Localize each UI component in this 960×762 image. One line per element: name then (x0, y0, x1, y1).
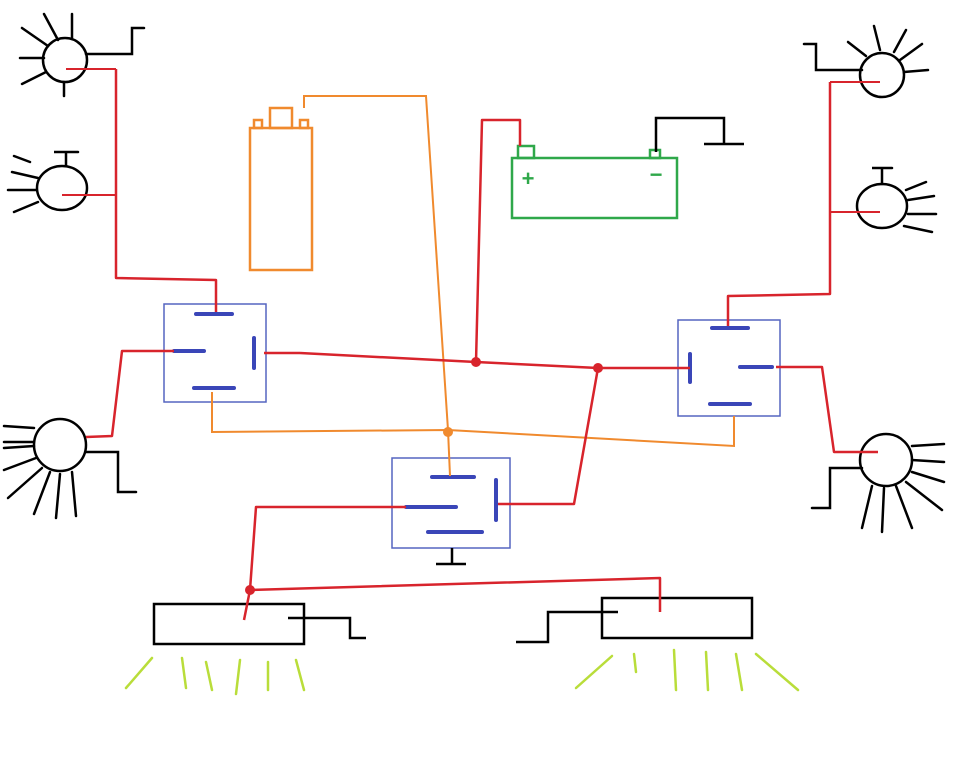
lamp-mid-right (855, 166, 938, 234)
power-junction-bottom (245, 585, 255, 595)
power-wires (85, 69, 878, 621)
signal-junction (443, 427, 453, 437)
battery-minus-label: − (650, 162, 663, 187)
lamp-mid-left (6, 150, 89, 214)
light-bar-right (516, 596, 800, 692)
lamp-top-right (802, 24, 930, 99)
battery-ground-wire (654, 116, 744, 152)
power-junction-right (593, 363, 603, 373)
relay-center (391, 457, 511, 566)
lamp-bottom-left (2, 417, 138, 520)
power-junction-center (471, 357, 481, 367)
lamp-top-left (18, 12, 146, 98)
signal-wires (211, 95, 735, 477)
relay-right (677, 319, 781, 417)
switch-box (248, 106, 314, 272)
light-bar-left (124, 602, 366, 696)
relay-left (163, 303, 267, 403)
battery-plus-label: + (522, 166, 535, 191)
lamp-bottom-right (810, 432, 946, 534)
